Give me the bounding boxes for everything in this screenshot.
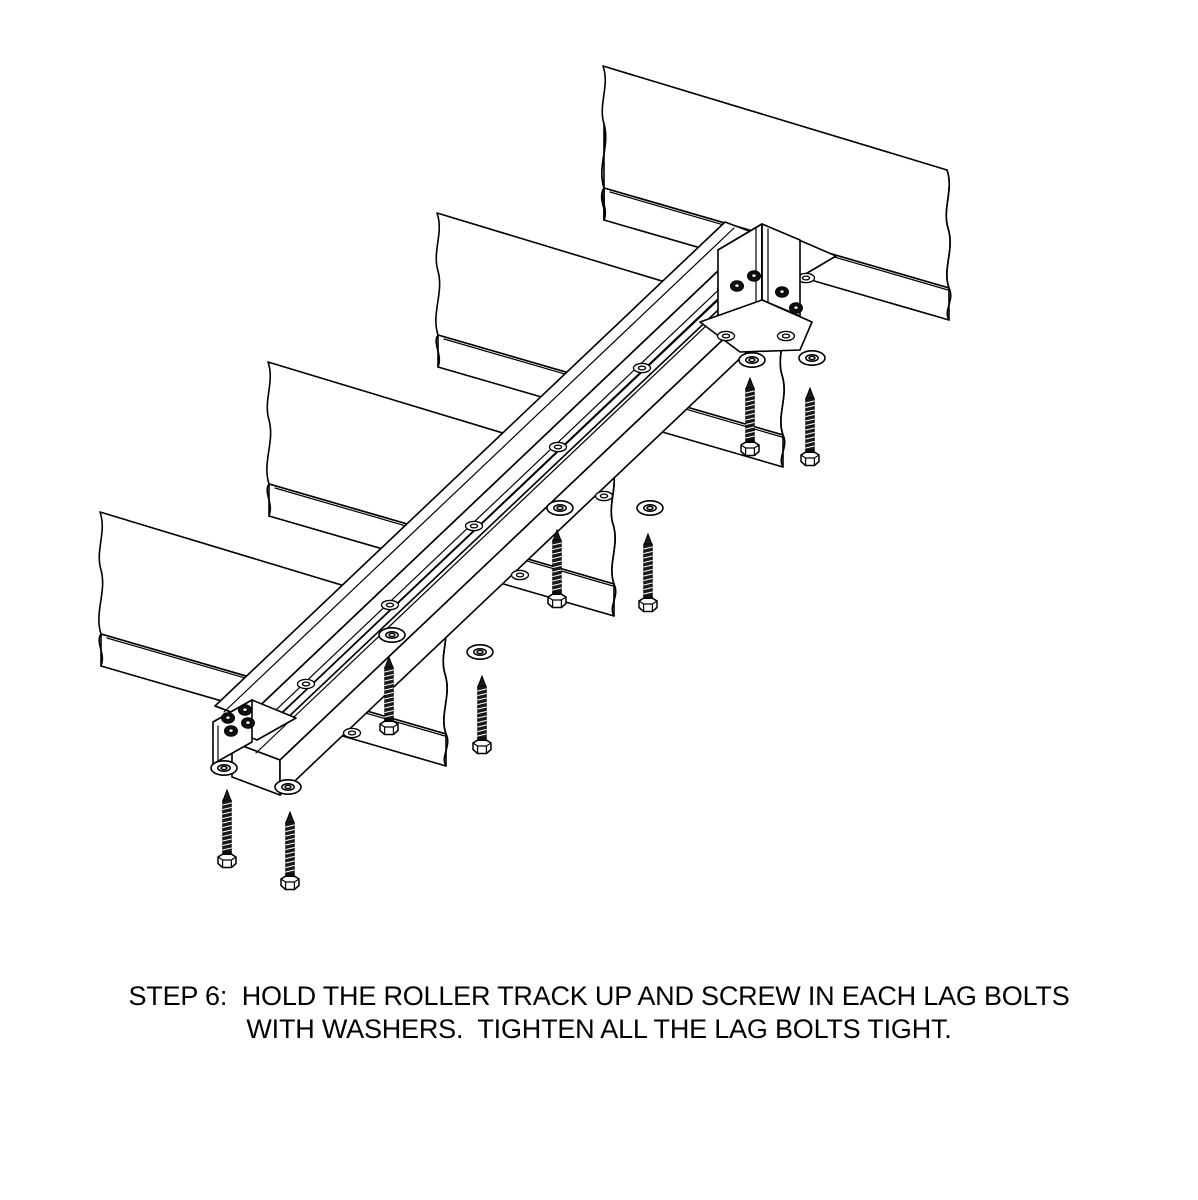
- washer: [546, 499, 574, 517]
- washer: [798, 349, 826, 367]
- caption: STEP 6: HOLD THE ROLLER TRACK UP AND SCR…: [0, 980, 1198, 1046]
- lag-bolt: [638, 533, 658, 613]
- roller-track: [212, 221, 837, 796]
- end-bracket: [699, 223, 837, 353]
- lag-bolt: [280, 811, 300, 891]
- lag-bolt: [217, 789, 237, 869]
- washer: [636, 499, 664, 517]
- washer: [738, 351, 766, 369]
- lag-bolt: [800, 387, 820, 467]
- washer: [210, 759, 238, 777]
- washer: [378, 626, 406, 644]
- washer: [466, 643, 494, 661]
- end-bracket: [212, 699, 297, 765]
- washer: [274, 778, 302, 796]
- caption-line-2: WITH WASHERS. TIGHTEN ALL THE LAG BOLTS …: [246, 1014, 952, 1044]
- caption-line-1: STEP 6: HOLD THE ROLLER TRACK UP AND SCR…: [128, 981, 1070, 1011]
- lag-bolt: [472, 675, 492, 755]
- assembly-illustration: [98, 65, 952, 891]
